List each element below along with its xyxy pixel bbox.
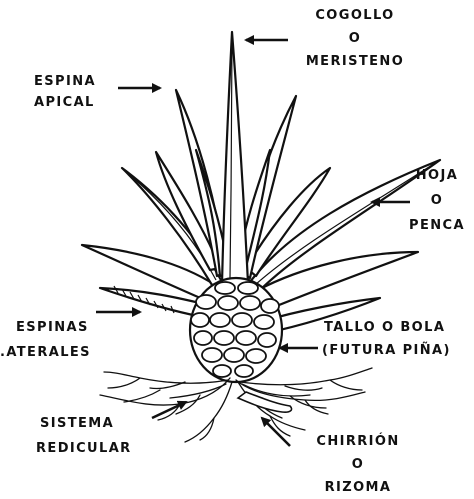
label-hoja-line1: HOJA xyxy=(400,168,474,183)
label-sistema-line1: SISTEMA xyxy=(36,416,132,431)
label-cogollo-line3: MERISTENO xyxy=(300,54,410,69)
label-hoja-line3: PENCA xyxy=(400,218,474,233)
label-espina-apical: ESPINA APICAL xyxy=(34,74,96,110)
fruit-ball xyxy=(190,278,282,382)
label-chirrion-line3: RIZOMA xyxy=(306,480,410,495)
label-espinas-laterales-line2: .ATERALES xyxy=(0,345,91,360)
label-hoja: HOJA O PENCA xyxy=(400,168,474,233)
label-tallo: TALLO O BOLA (FUTURA PIÑA) xyxy=(322,320,451,358)
label-cogollo: COGOLLO O MERISTENO xyxy=(300,8,410,69)
central-leaf xyxy=(222,32,248,284)
label-chirrion-line1: CHIRRIÓN xyxy=(306,434,410,449)
label-espinas-laterales: ESPINAS .ATERALES xyxy=(0,320,91,360)
label-espina-apical-line2: APICAL xyxy=(34,95,96,110)
label-chirrion: CHIRRIÓN O RIZOMA xyxy=(306,434,410,495)
label-sistema: SISTEMA REDICULAR xyxy=(36,416,132,456)
label-cogollo-line1: COGOLLO xyxy=(300,8,410,23)
label-espinas-laterales-line1: ESPINAS xyxy=(0,320,91,335)
arrow-chirrion xyxy=(262,418,290,446)
label-cogollo-line2: O xyxy=(300,31,410,46)
label-tallo-line1: TALLO O BOLA xyxy=(322,320,451,335)
label-espina-apical-line1: ESPINA xyxy=(34,74,96,89)
label-hoja-line2: O xyxy=(400,193,474,208)
label-tallo-line2: (FUTURA PIÑA) xyxy=(322,343,451,358)
label-chirrion-line2: O xyxy=(306,457,410,472)
label-sistema-line2: REDICULAR xyxy=(36,441,132,456)
